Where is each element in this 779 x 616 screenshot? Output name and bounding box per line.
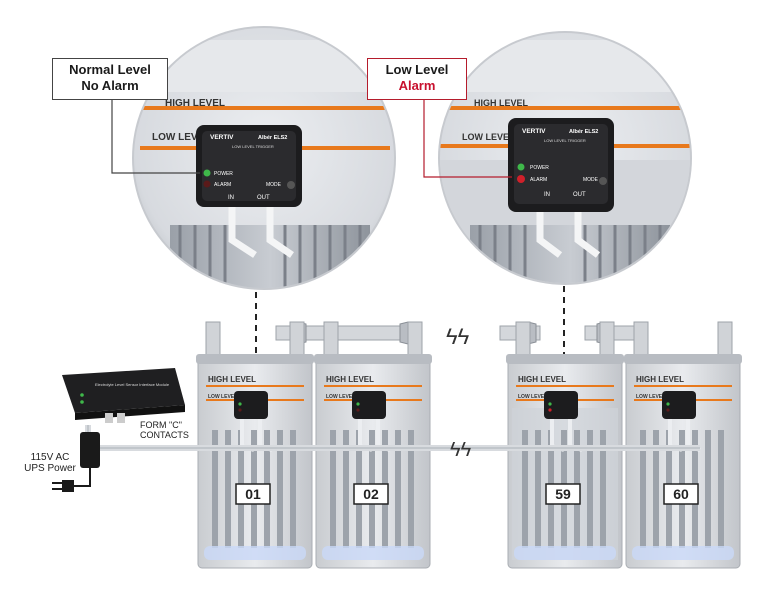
callout-normal-status: No Alarm bbox=[81, 78, 139, 93]
zoom-view-low: HIGH LEVEL LOW LEVEL VERTIV Albér ELS2 L… bbox=[438, 31, 692, 285]
alarm-led bbox=[203, 180, 211, 188]
mini-sensor bbox=[662, 391, 696, 419]
battery-high-level-label: HIGH LEVEL bbox=[636, 375, 684, 384]
power-led bbox=[548, 402, 552, 406]
battery-low-level-label: LOW LEVEL bbox=[518, 394, 547, 400]
module-led-icon bbox=[80, 400, 84, 404]
leader-line-normal bbox=[111, 100, 200, 174]
callout-low-status: Alarm bbox=[398, 78, 436, 93]
trigger-label: LOW LEVEL TRIGGER bbox=[232, 144, 274, 149]
cell-number-box bbox=[353, 483, 389, 505]
alarm-led bbox=[517, 175, 525, 183]
battery-cell: HIGH LEVEL LOW LEVEL 59 bbox=[506, 321, 624, 569]
mini-sensor bbox=[352, 391, 386, 419]
power-led bbox=[356, 402, 360, 406]
brand-label: VERTIV bbox=[210, 134, 234, 141]
power-adapter bbox=[52, 432, 100, 492]
module-led-icon bbox=[80, 393, 84, 397]
callout-low-level: Low Level Alarm bbox=[367, 58, 467, 100]
cell-number: 01 bbox=[245, 486, 261, 502]
leader-line-low bbox=[423, 100, 512, 178]
high-level-label: HIGH LEVEL bbox=[165, 98, 225, 109]
battery-high-level-label: HIGH LEVEL bbox=[326, 375, 374, 384]
out-label: OUT bbox=[573, 192, 586, 198]
low-level-label: LOW LEVEL bbox=[462, 132, 515, 142]
battery-cell: HIGH LEVEL LOW LEVEL 02 bbox=[314, 321, 432, 569]
mode-button bbox=[599, 177, 607, 185]
ups-voltage: 115V AC bbox=[30, 452, 70, 463]
alarm-led bbox=[356, 408, 360, 412]
out-label: OUT bbox=[257, 195, 270, 201]
battery-high-level-label: HIGH LEVEL bbox=[518, 375, 566, 384]
alarm-led bbox=[548, 408, 552, 412]
battery-cell: HIGH LEVEL LOW LEVEL 01 bbox=[196, 321, 314, 569]
model-label: Albér ELS2 bbox=[569, 129, 598, 135]
module-title: Electrolyte Level Sensor Interface Modul… bbox=[95, 382, 170, 387]
brand-label: VERTIV bbox=[522, 128, 546, 135]
battery-string: HIGH LEVEL LOW LEVEL 01 HIGH LEVEL LOW LEVEL… bbox=[196, 321, 742, 569]
battery-low-level-label: LOW LEVEL bbox=[326, 394, 355, 400]
cell-number-box bbox=[545, 483, 581, 505]
alarm-label: ALARM bbox=[530, 177, 547, 183]
power-label: POWER bbox=[214, 171, 233, 177]
mode-button bbox=[287, 181, 295, 189]
power-led bbox=[517, 163, 525, 171]
ups-source: UPS Power bbox=[24, 463, 76, 474]
alarm-label: ALARM bbox=[214, 182, 231, 188]
mode-label: MODE bbox=[266, 182, 282, 188]
callout-normal-title: Normal Level bbox=[69, 62, 151, 77]
connector-port-icon bbox=[105, 413, 113, 423]
in-label: IN bbox=[228, 195, 234, 201]
cell-number-box bbox=[663, 483, 699, 505]
interface-module: Electrolyte Level Sensor Interface Modul… bbox=[62, 368, 185, 423]
cell-number-box bbox=[235, 483, 271, 505]
mini-sensor bbox=[234, 391, 268, 419]
plug-icon bbox=[62, 480, 74, 492]
alarm-led bbox=[666, 408, 670, 412]
power-led bbox=[203, 169, 211, 177]
zoom-view-normal: HIGH LEVEL LOW LEVEL VERTIV Albér ELS2 L… bbox=[132, 26, 396, 290]
battery-low-level-label: LOW LEVEL bbox=[636, 394, 665, 400]
power-led bbox=[238, 402, 242, 406]
high-level-label: HIGH LEVEL bbox=[474, 98, 529, 108]
cell-number: 59 bbox=[555, 486, 571, 502]
in-label: IN bbox=[544, 192, 550, 198]
form-c-label: FORM "C" CONTACTS bbox=[140, 420, 189, 440]
callout-normal-level: Normal Level No Alarm bbox=[52, 58, 168, 100]
level-sensor: VERTIV Albér ELS2 LOW LEVEL TRIGGER POWE… bbox=[196, 125, 302, 207]
model-label: Albér ELS2 bbox=[258, 135, 287, 141]
battery-cell: HIGH LEVEL LOW LEVEL 60 bbox=[624, 321, 742, 569]
break-symbol-icon: ϟϟ bbox=[450, 439, 472, 461]
mode-label: MODE bbox=[583, 177, 599, 183]
alarm-led bbox=[238, 408, 242, 412]
connector-port-icon bbox=[117, 413, 125, 423]
callout-low-title: Low Level bbox=[385, 62, 449, 77]
battery-high-level-label: HIGH LEVEL bbox=[208, 375, 256, 384]
cell-number: 02 bbox=[363, 486, 379, 502]
low-level-label: LOW LEVEL bbox=[152, 132, 210, 143]
cell-number: 60 bbox=[673, 486, 689, 502]
battery-low-level-label: LOW LEVEL bbox=[208, 394, 237, 400]
ups-power-label: 115V AC UPS Power bbox=[20, 452, 80, 474]
level-sensor: VERTIV Albér ELS2 LOW LEVEL TRIGGER POWE… bbox=[508, 118, 614, 212]
mini-sensor bbox=[544, 391, 578, 419]
trigger-label: LOW LEVEL TRIGGER bbox=[544, 138, 586, 143]
power-label: POWER bbox=[530, 165, 549, 171]
break-symbol-icon: ϟϟ bbox=[446, 324, 470, 349]
power-led bbox=[666, 402, 670, 406]
